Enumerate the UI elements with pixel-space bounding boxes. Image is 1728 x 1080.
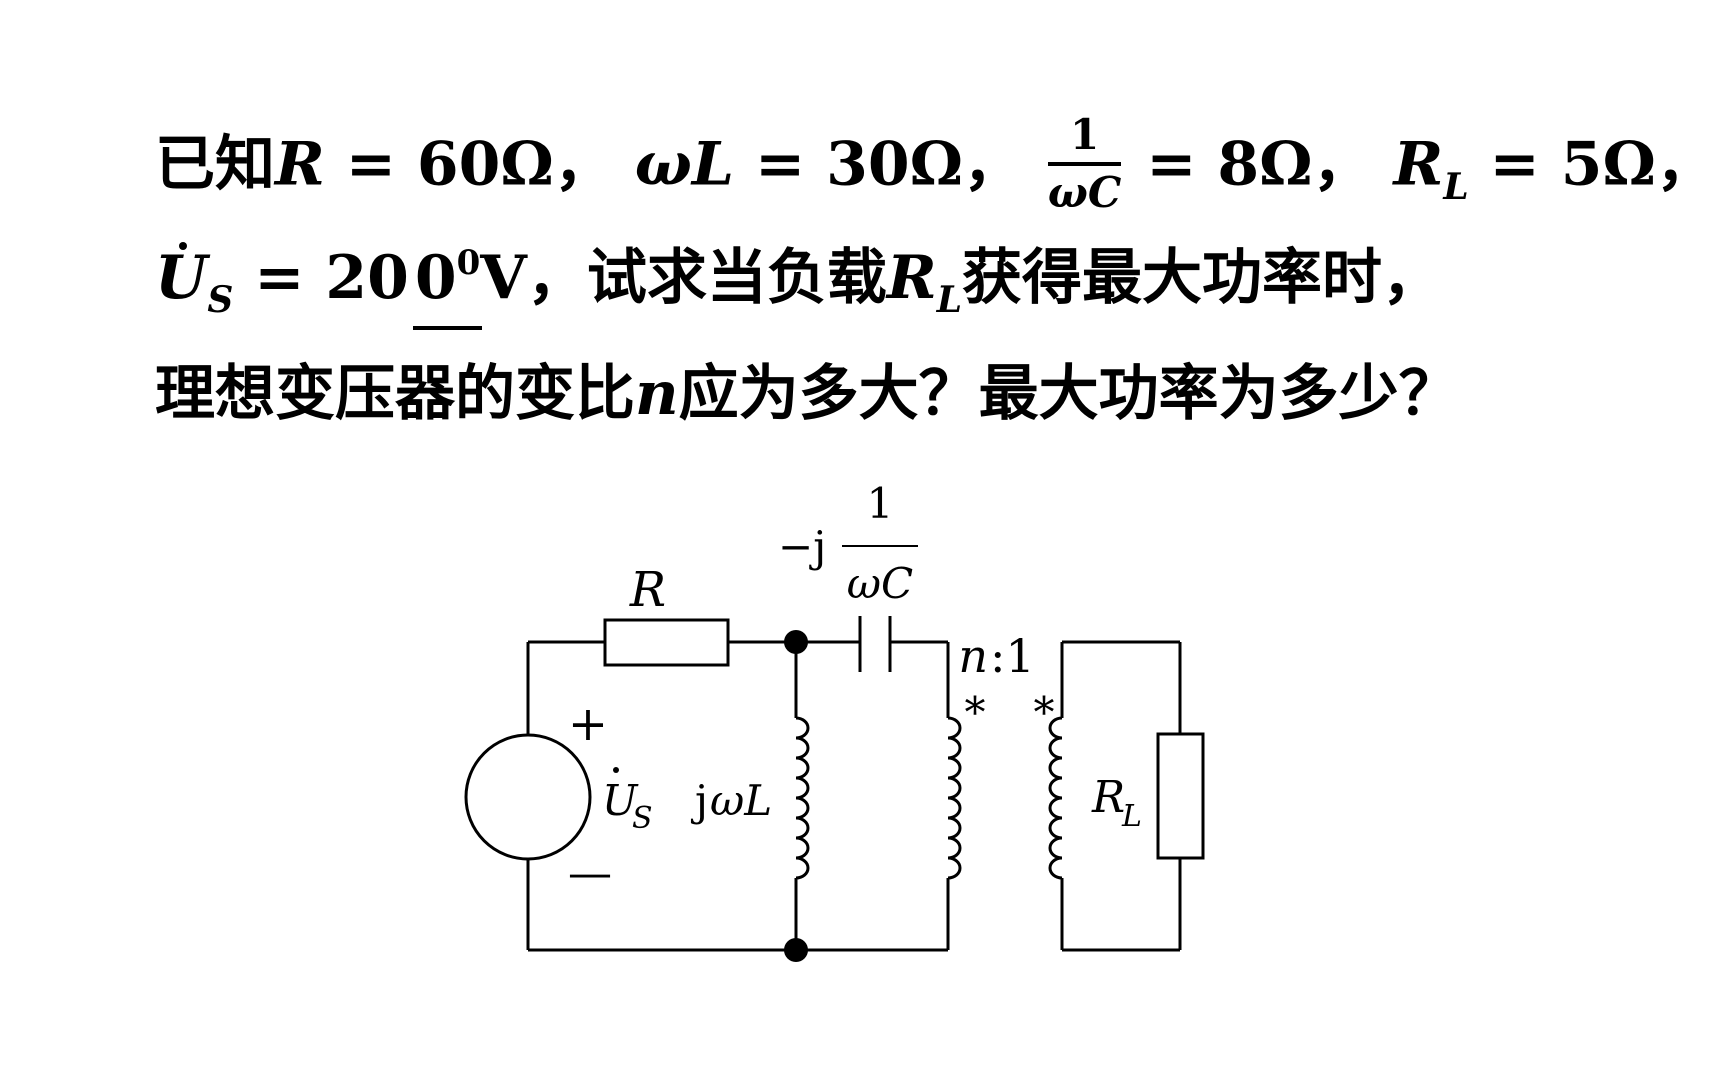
question-text-b: 获得最大功率时， [962, 243, 1443, 313]
label-load-r: R [1091, 772, 1125, 823]
source-phasor-symbol: U [155, 242, 208, 313]
label-minus: — [568, 848, 612, 899]
degree-superscript: 0 [456, 243, 481, 283]
dot-primary-marker: * [965, 688, 986, 737]
angle-underline [412, 326, 483, 330]
capacitive-value: = 8Ω， [1125, 129, 1373, 200]
turns-ratio-symbol: n [635, 359, 679, 429]
rl-subscript-2: L [936, 279, 963, 321]
label-cap-denominator: ωC [847, 559, 913, 608]
label-inductor-j: j [690, 776, 708, 825]
voltage-source [464, 733, 592, 861]
given-label: 已知 [155, 129, 275, 200]
fraction-denominator: ωC [1047, 168, 1122, 217]
r-value: = 60Ω， [324, 129, 614, 200]
question-text-c: 理想变压器的变比 [155, 359, 635, 429]
rl-value: = 5Ω， [1468, 129, 1716, 200]
rl-symbol: R [1393, 129, 1444, 200]
problem-line-3: 理想变压器的变比n应为多大？最大功率为多少？ [155, 364, 1459, 424]
secondary-winding [1048, 716, 1063, 880]
question-text-d: 应为多大？最大功率为多少？ [678, 359, 1459, 429]
question-text-a: 试求当负载 [586, 243, 887, 313]
r-symbol: R [275, 129, 325, 200]
label-load-subscript: L [1121, 799, 1142, 834]
primary-winding [947, 716, 962, 880]
voltage-unit: V， [480, 243, 587, 313]
phase-angle-value: 0 [414, 243, 457, 313]
rl-symbol-2: R [886, 243, 937, 313]
label-plus: + [568, 696, 608, 752]
source-magnitude: = 20 [233, 243, 409, 313]
source-phasor-subscript: S [207, 279, 234, 321]
omega-l-symbol: ωL [634, 129, 735, 200]
load-resistor [1156, 732, 1205, 860]
fraction-numerator: 1 [1047, 114, 1122, 166]
label-source-u: U [602, 776, 639, 825]
label-cap-prefix: −j [778, 522, 826, 571]
label-inductor-wl: ωL [710, 776, 772, 825]
node-bottom [784, 938, 808, 962]
node-top [784, 630, 808, 654]
label-r: R [629, 562, 666, 618]
dot-secondary-marker: * [1034, 688, 1055, 737]
label-cap-numerator: 1 [867, 479, 894, 528]
label-turns-rest: :1 [990, 629, 1035, 683]
phase-angle: 00 [409, 246, 483, 330]
label-turns-n: n [958, 629, 988, 683]
omega-l-value: = 30Ω， [734, 129, 1024, 200]
rl-subscript: L [1443, 165, 1469, 208]
label-source-subscript: S [632, 801, 653, 836]
inductor-coil [795, 716, 810, 880]
label-source-dot [613, 767, 619, 773]
resistor-r [603, 618, 730, 667]
